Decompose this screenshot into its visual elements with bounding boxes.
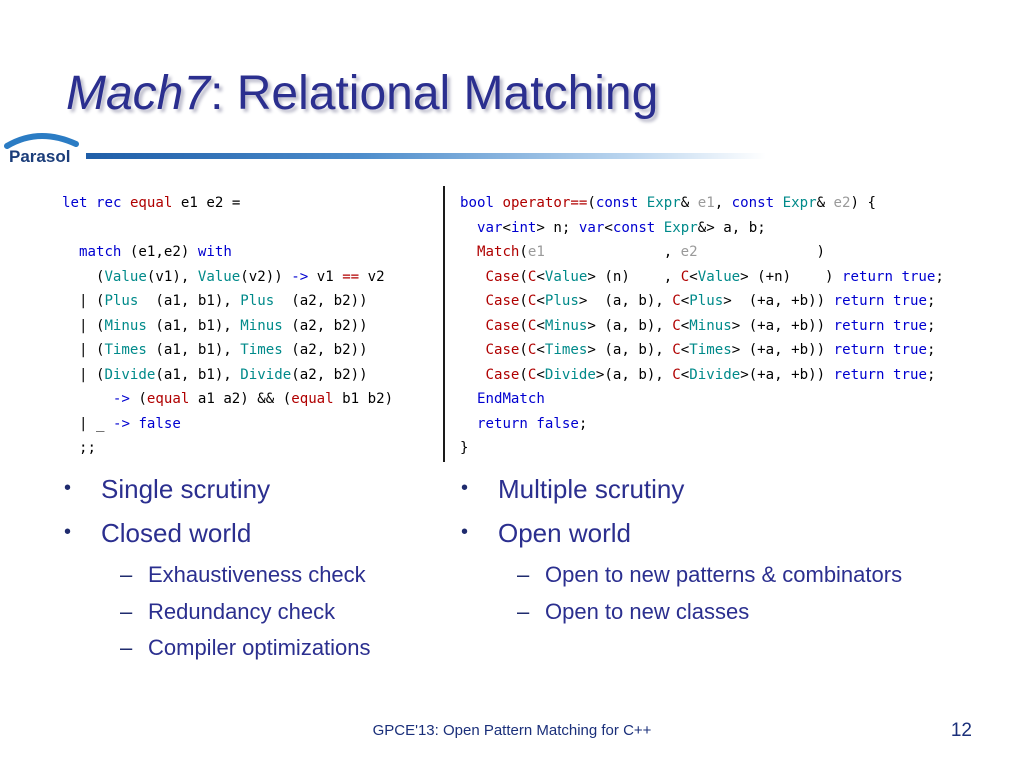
bullet-dot-icon: • <box>64 477 72 499</box>
parasol-logo: Parasol <box>4 133 79 166</box>
left-code-line: let rec equal e1 e2 = <box>62 195 241 211</box>
left-code-line: | _ -> false <box>62 415 181 432</box>
right-code-line: Match(e1 , e2 ) <box>476 244 825 260</box>
bullet-dash-icon: – <box>517 562 530 587</box>
left-bullet-item: • Closed world <box>64 518 371 562</box>
right-bullet-item: • Open world <box>461 518 902 562</box>
page-number: 12 <box>950 720 972 741</box>
bullet-dash-icon: – <box>120 598 133 624</box>
left-code-line: | (Plus (a1, b1), Plus (a2, b2)) <box>62 293 368 309</box>
left-code-line: (Value(v1), Value(v2)) -> v1 == v2 <box>62 268 385 285</box>
left-bullet-item: –Compiler optimizations <box>64 635 371 672</box>
bullet-dash-icon: – <box>120 635 133 660</box>
right-code-line: } <box>460 440 469 456</box>
right-bullet-text: Multiple scrutiny <box>498 474 685 504</box>
right-bullet-item: –Open to new patterns & combinators <box>461 562 902 599</box>
code-divider <box>443 186 445 462</box>
left-code-block: let rec equal e1 e2 = match (e1,e2) with… <box>62 191 393 461</box>
right-code-line: Case(C<Times> (a, b), C<Times> (+a, +b))… <box>485 342 936 358</box>
left-bullet-text: Redundancy check <box>148 598 336 624</box>
right-bullet-item: • Multiple scrutiny <box>461 474 902 518</box>
left-bullet-text: Exhaustiveness check <box>148 562 366 587</box>
left-bullet-item: • Single scrutiny <box>64 474 371 518</box>
right-bullet-text: Open to new classes <box>545 598 750 624</box>
right-code-line: Case(C<Value> (n) , C<Value> (+n) ) retu… <box>485 268 944 285</box>
left-bullet-text: Compiler optimizations <box>148 635 371 660</box>
title-rest: : Relational Matching <box>210 67 659 120</box>
left-code-line <box>62 216 393 241</box>
slide-title: Mach7: Relational Matching <box>66 70 658 118</box>
left-bullet-item: –Redundancy check <box>64 599 371 636</box>
title-underline <box>86 153 766 159</box>
right-bullet-text: Open to new patterns & combinators <box>545 562 903 587</box>
left-code-line: | (Minus (a1, b1), Minus (a2, b2)) <box>62 317 368 334</box>
right-code-line: return false; <box>476 415 588 432</box>
bullet-dot-icon: • <box>461 477 469 499</box>
left-code-line: -> (equal a1 a2) && (equal b1 b2) <box>112 391 394 407</box>
right-code-block: bool operator==(const Expr& e1, const Ex… <box>460 191 944 461</box>
right-bullet-item: –Open to new classes <box>461 599 902 636</box>
bullet-dash-icon: – <box>517 598 530 624</box>
left-bullet-text: Closed world <box>101 518 252 548</box>
left-code-line: ;; <box>62 440 96 456</box>
right-bullet-list: • Multiple scrutiny • Open world –Open to ne… <box>461 474 902 635</box>
umbrella-arc-icon <box>4 133 79 149</box>
right-code-line: EndMatch <box>476 391 545 407</box>
right-code-line: Case(C<Plus> (a, b), C<Plus> (+a, +b)) r… <box>485 293 936 309</box>
right-bullet-text: Open world <box>498 518 631 548</box>
logo-text: Parasol <box>9 147 70 166</box>
right-code-line: var<int> n; var<const Expr&> a, b; <box>476 219 766 236</box>
left-code-line: | (Divide(a1, b1), Divide(a2, b2)) <box>62 366 368 383</box>
right-code-line: Case(C<Divide>(a, b), C<Divide>(+a, +b))… <box>485 366 936 383</box>
left-code-line: match (e1,e2) with <box>78 244 232 260</box>
left-bullet-list: •Single scrutiny•Closed world–Exhaustive… <box>64 474 371 672</box>
right-code-line: Case(C<Minus> (a, b), C<Minus> (+a, +b))… <box>485 317 936 334</box>
left-code-line: | (Times (a1, b1), Times (a2, b2)) <box>62 342 368 358</box>
bullet-dot-icon: • <box>461 521 469 543</box>
left-bullet-item: –Exhaustiveness check <box>64 562 371 599</box>
right-code-line: bool operator==(const Expr& e1, const Ex… <box>460 195 876 211</box>
title-italic-part: Mach7 <box>66 67 211 120</box>
slide-footer: GPCE'13: Open Pattern Matching for C++ <box>372 722 652 739</box>
left-bullet-text: Single scrutiny <box>101 474 271 504</box>
bullet-dot-icon: • <box>64 521 72 543</box>
bullet-dash-icon: – <box>120 562 133 587</box>
